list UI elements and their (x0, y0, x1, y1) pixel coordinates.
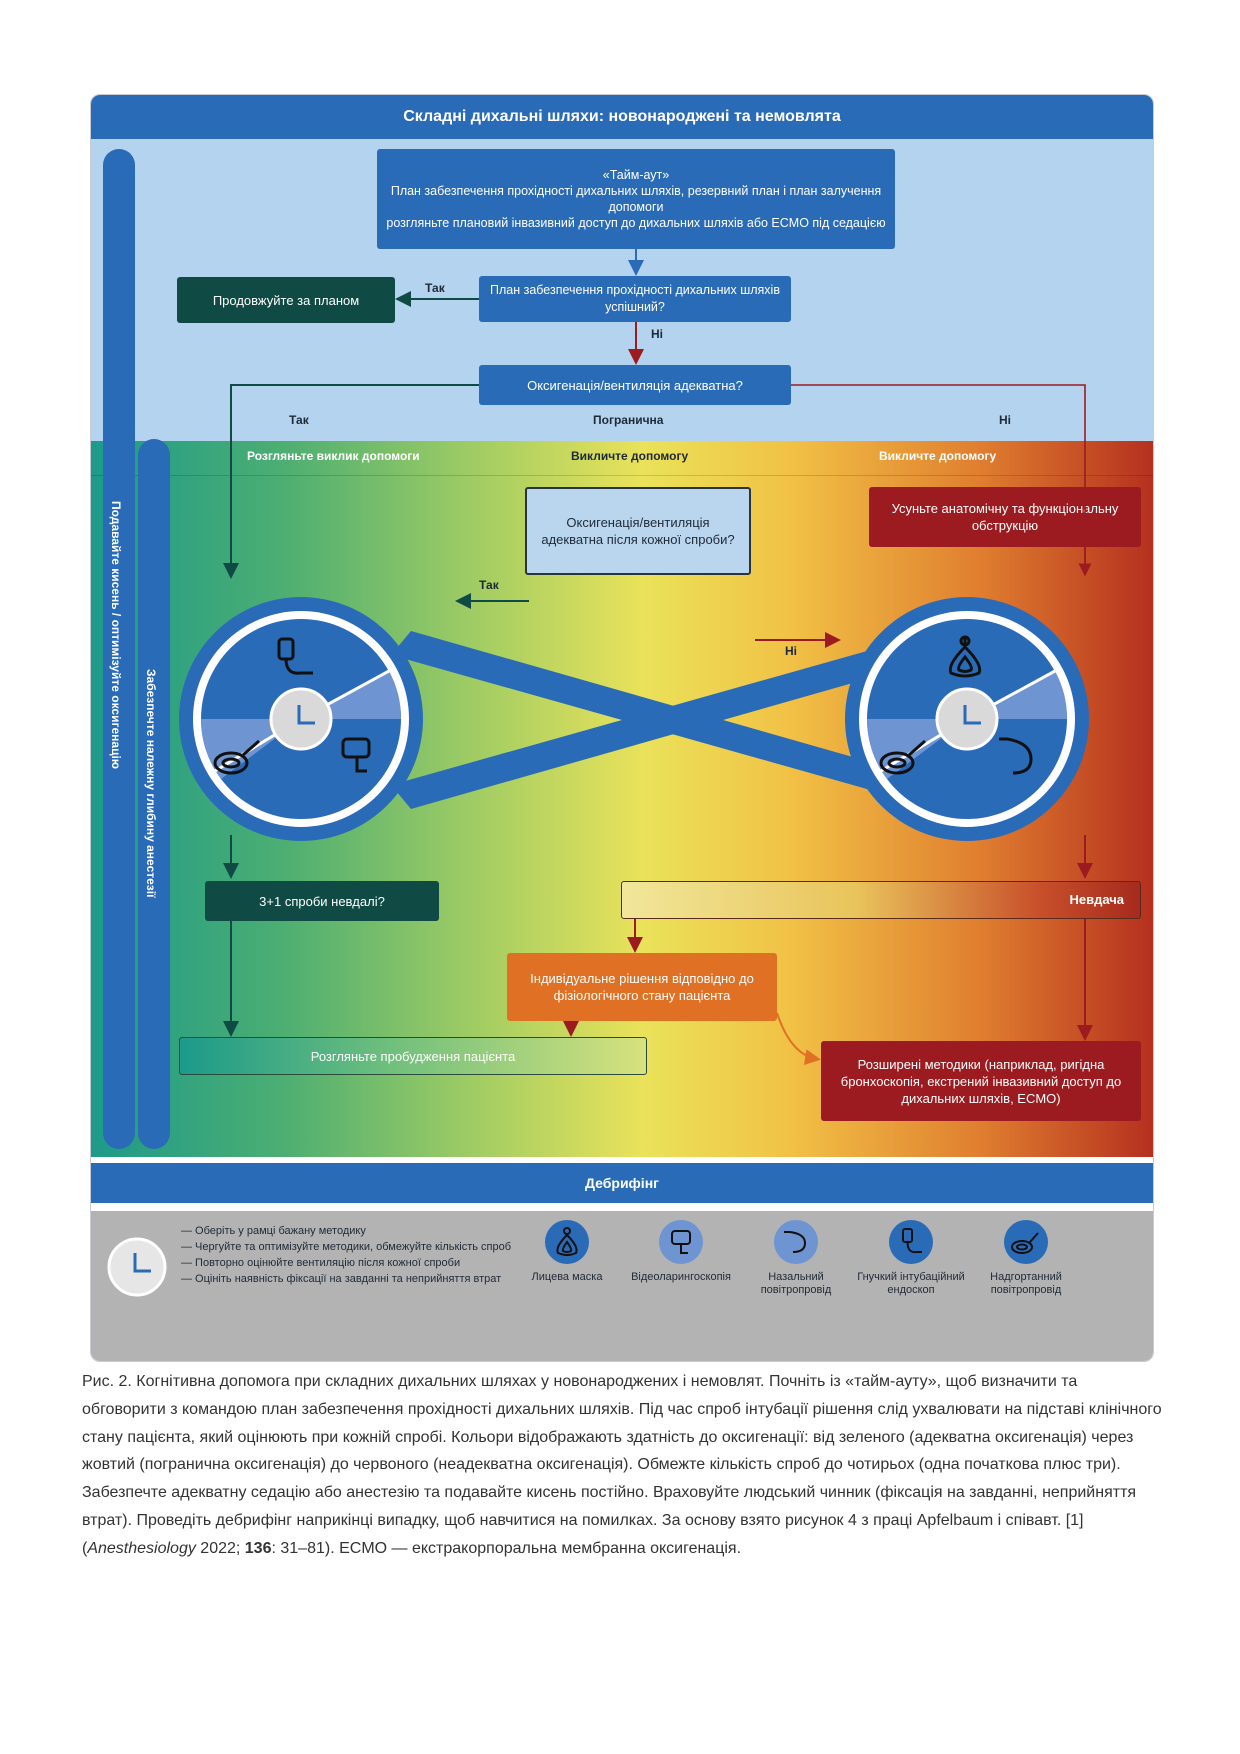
flexible-endoscope-icon (889, 1220, 933, 1264)
yes-label-oxy: Так (289, 413, 309, 427)
flow-arrows (223, 249, 1093, 1066)
left-technique-circle (179, 597, 423, 841)
diagram-title: Складні дихальні шляхи: новонароджені та… (91, 95, 1153, 139)
videolaryngoscope-icon (659, 1220, 703, 1264)
advanced-methods-box: Розширені методики (наприклад, ригідна б… (821, 1041, 1141, 1121)
legend-instruction: — Оцініть наявність фіксації на завданні… (181, 1273, 502, 1285)
oxy-adequate-box: Оксигенація/вентиляція адекватна? (479, 365, 791, 405)
debriefing-bar: Дебрифінг (91, 1163, 1153, 1203)
algorithm-frame: Складні дихальні шляхи: новонароджені та… (90, 94, 1154, 1362)
figure-caption: Рис. 2. Когнітивна допомога при складних… (82, 1368, 1162, 1563)
timeout-box: «Тайм-аут» План забезпечення прохідності… (377, 149, 895, 249)
legend-instruction: — Оберіть у рамці бажану методику (181, 1225, 366, 1237)
right-technique-circle (845, 597, 1089, 841)
timeout-title: «Тайм-аут» (602, 168, 670, 182)
yes-label-loop: Так (479, 578, 499, 592)
legend-instructions: — Оберіть у рамці бажану методику — Черг… (181, 1223, 511, 1287)
legend-label: Лицева маска (531, 1271, 603, 1283)
failure-label: Невдача (1069, 892, 1124, 907)
zone-yellow-label: Викличте допомогу (571, 449, 689, 463)
no-label-loop: Ні (785, 644, 797, 658)
flexible-endoscope-icon (277, 637, 313, 675)
yes-label-plan: Так (425, 281, 445, 295)
alternating-crossing-bands (391, 631, 951, 809)
legend-instruction: — Повторно оцінюйте вентиляцію після кож… (181, 1257, 461, 1269)
caption-pages: : 31–81). ECMO — екстракорпоральна мембр… (271, 1539, 742, 1557)
supraglottic-airway-icon (213, 739, 260, 775)
oxygen-bar (103, 149, 135, 1149)
caption-main: Рис. 2. Когнітивна допомога при складних… (82, 1373, 1162, 1557)
legend-face-mask: Лицева маска (512, 1219, 622, 1284)
failure-bar: Невдача (621, 881, 1141, 919)
borderline-label: Погранична (593, 413, 664, 427)
diagram-graphics (179, 249, 1093, 1066)
zone-divider (91, 475, 1153, 476)
videolaryngoscope-icon (341, 737, 371, 773)
legend-supraglottic-airway: Надгортанний повітропровід (971, 1219, 1081, 1297)
legend-label: Гнучкий інтубаційний ендоскоп (857, 1271, 965, 1296)
zone-green-label: Розгляньте виклик допомоги (247, 449, 420, 463)
timeout-plan: План забезпечення прохідності дихальних … (390, 184, 882, 214)
nasal-airway-icon (999, 737, 1033, 775)
caption-volume: 136 (244, 1539, 272, 1557)
no-label-plan: Ні (651, 327, 663, 341)
plan-success-box: План забезпечення прохідності дихальних … (479, 276, 791, 322)
legend-nasal-airway: Назальний повітропровід (741, 1219, 851, 1297)
zone-red-label: Викличте допомогу (879, 449, 997, 463)
face-mask-icon (545, 1220, 589, 1264)
caption-year: 2022; (195, 1539, 241, 1557)
individual-decision-box: Індивідуальне рішення відповідно до фізі… (507, 953, 777, 1021)
legend-label: Надгортанний повітропровід (990, 1271, 1062, 1296)
timeout-invasive: розгляньте плановий інвазивний доступ до… (386, 216, 886, 230)
face-mask-icon (948, 635, 982, 678)
legend-label: Назальний повітропровід (760, 1271, 832, 1296)
anesthesia-bar-text: Забезпечте належну глибину анестезії (144, 669, 158, 898)
legend-instruction: — Чергуйте та оптимізуйте методики, обме… (181, 1241, 512, 1253)
oxygen-bar-text: Подавайте кисень / оптимізуйте оксигенац… (109, 501, 123, 770)
legend-videolaryngoscope: Відеоларингоскопія (626, 1219, 736, 1284)
legend-label: Відеоларингоскопія (631, 1271, 731, 1283)
wake-patient-bar: Розгляньте пробудження пацієнта (179, 1037, 647, 1075)
legend-panel: — Оберіть у рамці бажану методику — Черг… (91, 1211, 1153, 1361)
nasal-airway-icon (774, 1220, 818, 1264)
clock-icon (107, 1237, 167, 1297)
supraglottic-airway-icon (879, 739, 926, 775)
supraglottic-airway-icon (1004, 1220, 1048, 1264)
legend-flexible-endoscope: Гнучкий інтубаційний ендоскоп (856, 1219, 966, 1297)
oxy-after-each-box: Оксигенація/вентиляція адекватна після к… (525, 487, 751, 575)
no-label-oxy: Ні (999, 413, 1011, 427)
anesthesia-bar (138, 439, 170, 1149)
remove-obstruction-box: Усуньте анатомічну та функціональну обст… (869, 487, 1141, 547)
attempts-failed-box: 3+1 спроби невдалі? (205, 881, 439, 921)
continue-plan-box: Продовжуйте за планом (177, 277, 395, 323)
caption-journal: Anesthesiology (87, 1539, 196, 1557)
